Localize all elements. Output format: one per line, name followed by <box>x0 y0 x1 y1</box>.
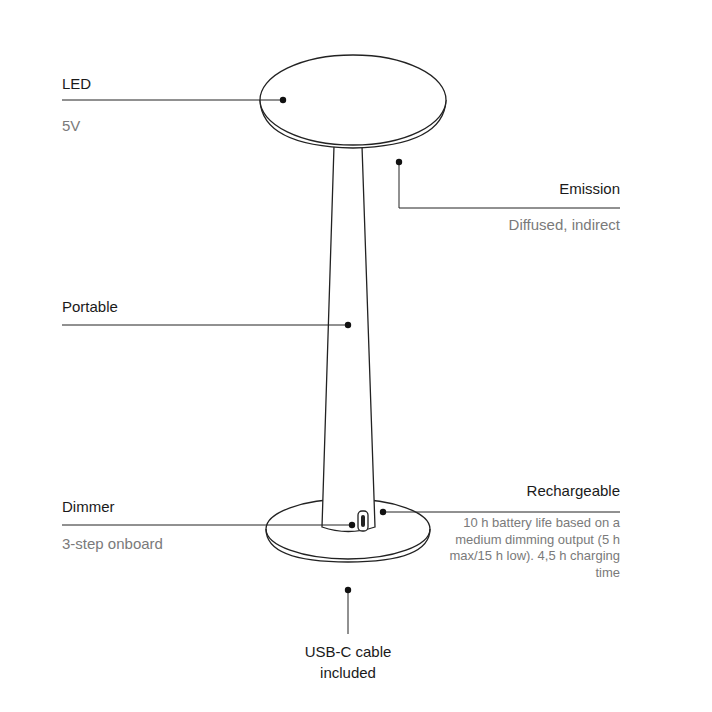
spec-note: 10 h battery life based on a medium dimm… <box>434 515 620 581</box>
leader-dot <box>380 509 386 515</box>
leader-dot <box>345 322 351 328</box>
usb-port-slot <box>361 515 365 527</box>
leader-dot <box>345 587 351 593</box>
leader-dot <box>396 159 402 165</box>
spec-value: 5V <box>62 117 80 135</box>
leader-dots <box>280 97 402 593</box>
leader-dot <box>349 522 355 528</box>
usb-port <box>358 511 368 531</box>
leader-line <box>383 512 620 513</box>
leader-line <box>62 100 283 101</box>
part-name: LED <box>62 75 91 93</box>
spec-value: Diffused, indirect <box>509 216 620 234</box>
leader-dot <box>280 97 286 103</box>
part-name: Portable <box>62 298 118 316</box>
base-edge <box>266 529 430 562</box>
spec-value: 3-step onboard <box>62 535 163 553</box>
leader-line <box>62 325 348 326</box>
leader-line <box>348 590 349 634</box>
leader-lines <box>62 100 620 634</box>
leader-line <box>62 525 352 526</box>
part-name: Dimmer <box>62 498 115 516</box>
lamp-stem <box>322 146 375 532</box>
part-name: Emission <box>559 180 620 198</box>
lamp-drawing <box>260 55 446 562</box>
part-name: USB-C cable included <box>288 641 408 683</box>
part-name: Rechargeable <box>527 482 620 500</box>
lamp-shade <box>260 55 446 145</box>
leader-line <box>399 162 620 208</box>
